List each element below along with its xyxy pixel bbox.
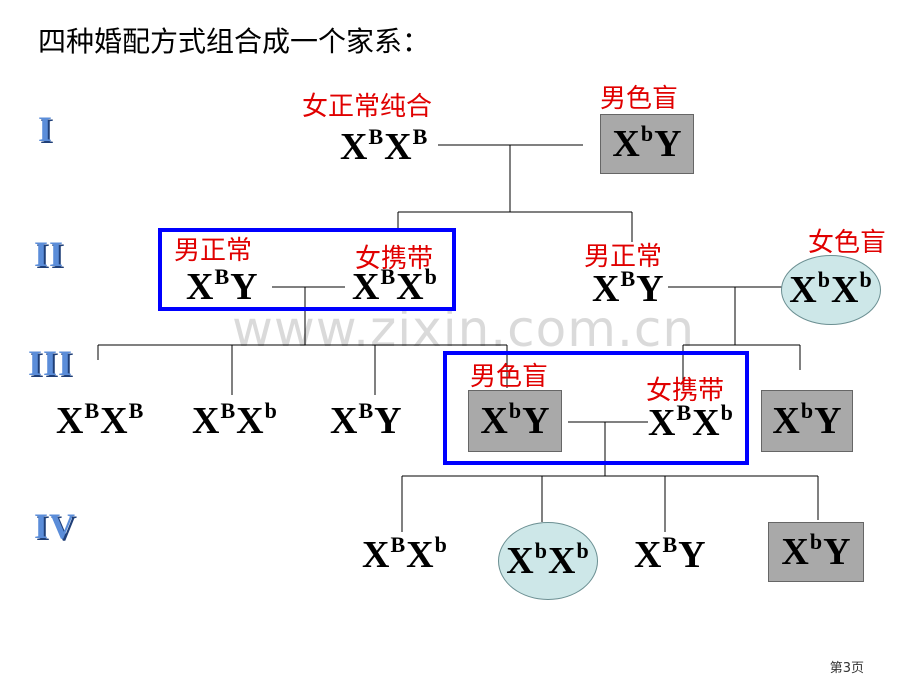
page-number: 第3页: [829, 661, 864, 676]
highlight-frame-g2: [158, 228, 456, 311]
generation-1-label: I: [38, 109, 54, 149]
genotype-g3-child-3: XBY: [330, 398, 402, 442]
affected-male-box-g3: XbY: [468, 390, 562, 452]
genotype-g2-female-b: XbXb: [789, 267, 872, 311]
label-male-normal-g2b: 男正常: [584, 242, 663, 272]
genotype-g4-child-3: XBY: [634, 532, 706, 576]
affected-female-ellipse-g4: XbXb: [498, 522, 598, 600]
label-female-carrier-g3: 女携带: [646, 376, 725, 406]
label-male-colorblind-g1: 男色盲: [600, 84, 679, 114]
genotype-g3-child-6: XbY: [772, 398, 842, 442]
genotype-g4-child-4: XbY: [781, 529, 851, 573]
label-male-normal-g2a: 男正常: [174, 236, 253, 266]
genotype-g2-male-b: XBY: [592, 266, 664, 310]
genotype-g4-child-2: XbXb: [506, 538, 589, 582]
genotype-g2-female-a: XBXb: [352, 264, 437, 308]
genotype-g2-male-a: XBY: [186, 264, 258, 308]
genotype-g3-child-4: XbY: [480, 398, 550, 442]
genotype-g1-female: XBXB: [340, 124, 428, 168]
generation-3-label: III: [28, 343, 74, 383]
highlight-frame-g3: [443, 351, 749, 465]
affected-male-box-g3b: XbY: [761, 390, 853, 452]
generation-2-label: II: [34, 234, 65, 274]
label-female-carrier-g2: 女携带: [355, 244, 434, 274]
label-female-colorblind-g2: 女色盲: [808, 228, 887, 258]
genotype-g4-child-1: XBXb: [362, 532, 447, 576]
page-title: 四种婚配方式组合成一个家系：: [38, 25, 431, 58]
genotype-g3-child-5: XBXb: [648, 400, 733, 444]
genotype-g3-child-1: XBXB: [56, 398, 144, 442]
genotype-g1-male: XbY: [612, 121, 682, 165]
affected-male-box-g4: XbY: [768, 522, 864, 582]
affected-male-box-g1: XbY: [600, 114, 694, 174]
affected-female-ellipse-g2: XbXb: [781, 255, 881, 325]
label-male-colorblind-g3: 男色盲: [470, 362, 549, 392]
label-female-pure-normal: 女正常纯合: [302, 92, 433, 122]
generation-4-label: IV: [34, 506, 77, 546]
genotype-g3-child-2: XBXb: [192, 398, 277, 442]
